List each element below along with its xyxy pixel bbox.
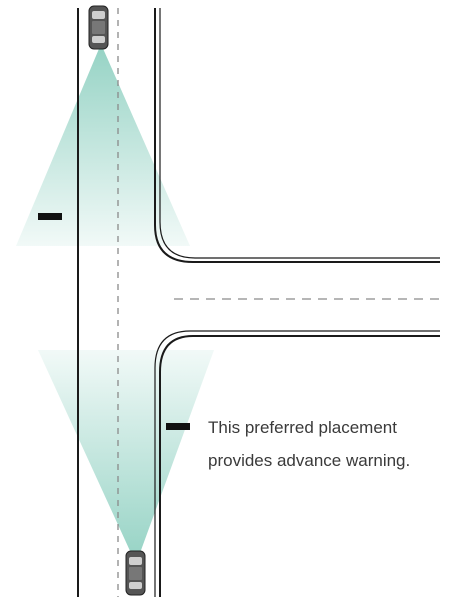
right-road-edge-bottom-inner xyxy=(159,335,440,597)
right-road-edge-bottom xyxy=(154,330,440,597)
car-icon xyxy=(125,550,146,596)
caption-line-2: provides advance warning. xyxy=(208,451,410,470)
top-vehicle-beam xyxy=(16,44,190,246)
car-icon xyxy=(88,5,109,50)
bottom-vehicle-beam xyxy=(38,350,214,564)
right-road-edge-top xyxy=(154,8,440,263)
sign-icon xyxy=(166,423,190,430)
sign-icon xyxy=(38,213,62,220)
right-road-edge-top-inner xyxy=(159,8,440,259)
caption-line-1: This preferred placement xyxy=(208,418,397,437)
